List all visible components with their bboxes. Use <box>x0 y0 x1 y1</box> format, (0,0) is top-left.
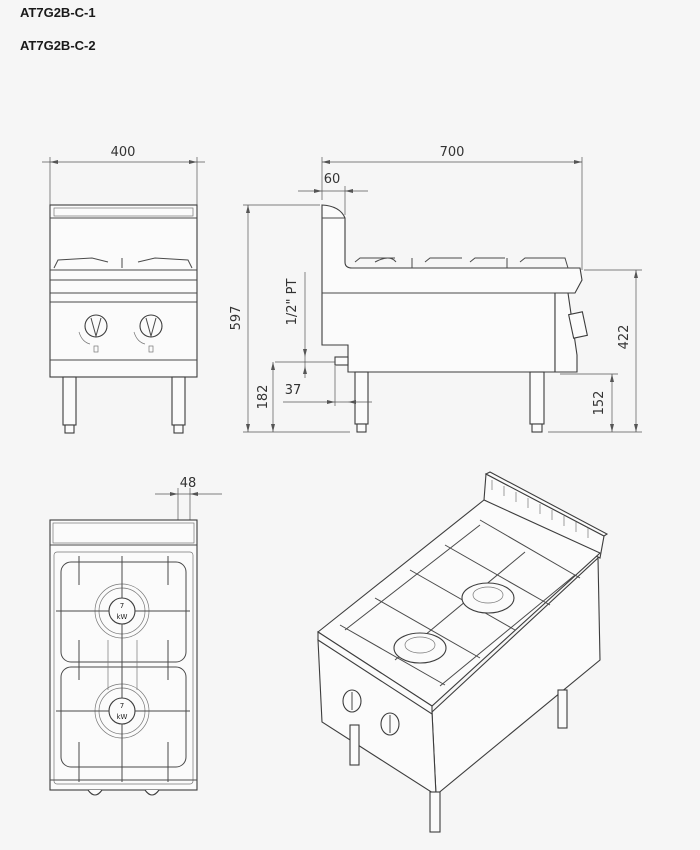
iso-burner-front <box>393 632 447 664</box>
inlet-height-label: 182 <box>256 385 271 410</box>
side-view: 700 60 597 182 <box>229 145 642 433</box>
front-view: 400 <box>42 145 205 434</box>
svg-text:kW: kW <box>117 713 128 721</box>
gas-connection-label: 1/2" PT <box>285 279 300 326</box>
model-code-2: AT7G2B-C-2 <box>20 38 96 53</box>
vent-slots <box>53 207 194 217</box>
top-height-label: 422 <box>617 325 632 350</box>
isometric-view <box>317 471 609 833</box>
svg-text:7: 7 <box>120 702 124 710</box>
svg-text:kW: kW <box>117 613 128 621</box>
iso-burner-back <box>461 582 515 614</box>
knob-left <box>78 314 108 353</box>
leg-height-label: 152 <box>592 391 607 416</box>
offset-dimension-label: 48 <box>180 476 197 491</box>
iso-knob-right <box>380 712 400 736</box>
total-height-label: 597 <box>229 306 244 331</box>
svg-text:7: 7 <box>120 602 124 610</box>
depth-dimension-label: 700 <box>440 145 465 160</box>
backsplash-dimension-label: 60 <box>324 172 341 187</box>
knob-right <box>133 314 163 353</box>
top-view: 48 7 kW 7 kW <box>49 476 222 796</box>
width-dimension-label: 400 <box>111 145 136 160</box>
model-code-1: AT7G2B-C-1 <box>20 5 96 20</box>
iso-knob-left <box>342 689 362 713</box>
inlet-offset-label: 37 <box>285 383 302 398</box>
